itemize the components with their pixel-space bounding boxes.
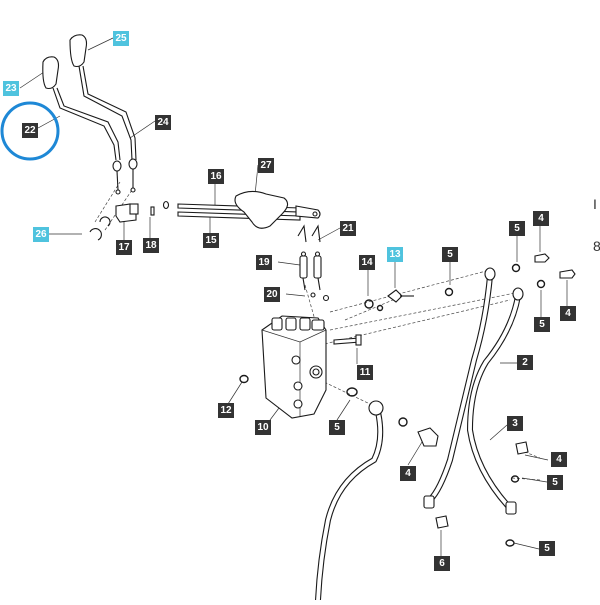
callout-5-e[interactable]: 5 <box>547 475 563 490</box>
clevis-and-pin <box>115 200 170 223</box>
callout-4-c[interactable]: 4 <box>400 466 416 481</box>
callout-17[interactable]: 17 <box>116 240 132 255</box>
callout-20[interactable]: 20 <box>264 287 280 302</box>
callout-15[interactable]: 15 <box>203 233 219 248</box>
linkage-rods <box>177 190 321 229</box>
edge-letter-2: 8 <box>593 238 600 254</box>
edge-letter-1: I <box>593 196 597 212</box>
bolt <box>333 334 362 346</box>
callout-27[interactable]: 27 <box>258 158 274 173</box>
callout-18[interactable]: 18 <box>143 238 159 253</box>
callout-12[interactable]: 12 <box>218 403 234 418</box>
callout-11[interactable]: 11 <box>357 365 373 380</box>
control-valve <box>261 315 327 419</box>
callout-4-d[interactable]: 4 <box>551 452 567 467</box>
callout-22[interactable]: 22 <box>22 123 38 138</box>
callout-16[interactable]: 16 <box>208 169 224 184</box>
callout-2[interactable]: 2 <box>517 355 533 370</box>
callout-5-c[interactable]: 5 <box>534 317 550 332</box>
callout-3[interactable]: 3 <box>507 416 523 431</box>
callout-5-f[interactable]: 5 <box>539 541 555 556</box>
callout-14[interactable]: 14 <box>359 255 375 270</box>
callout-13[interactable]: 13 <box>387 247 403 262</box>
callout-23[interactable]: 23 <box>3 81 19 96</box>
leader-lines <box>19 37 568 556</box>
callout-5-b[interactable]: 5 <box>509 221 525 236</box>
callout-6[interactable]: 6 <box>434 556 450 571</box>
hydraulic-hoses <box>315 267 524 603</box>
callout-5-d[interactable]: 5 <box>329 420 345 435</box>
control-levers <box>42 34 138 195</box>
seals-and-washers <box>239 263 546 547</box>
circlips <box>89 216 111 241</box>
callout-4-b[interactable]: 4 <box>560 306 576 321</box>
callout-10[interactable]: 10 <box>255 420 271 435</box>
callout-21[interactable]: 21 <box>340 221 356 236</box>
callout-26[interactable]: 26 <box>33 227 49 242</box>
selection-highlight-ring <box>0 101 60 161</box>
fittings <box>387 253 576 529</box>
link-parts <box>297 224 330 302</box>
callout-25[interactable]: 25 <box>113 31 129 46</box>
callout-4-a[interactable]: 4 <box>533 211 549 226</box>
callout-19[interactable]: 19 <box>256 255 272 270</box>
callout-24[interactable]: 24 <box>155 115 171 130</box>
callout-5-a[interactable]: 5 <box>442 247 458 262</box>
